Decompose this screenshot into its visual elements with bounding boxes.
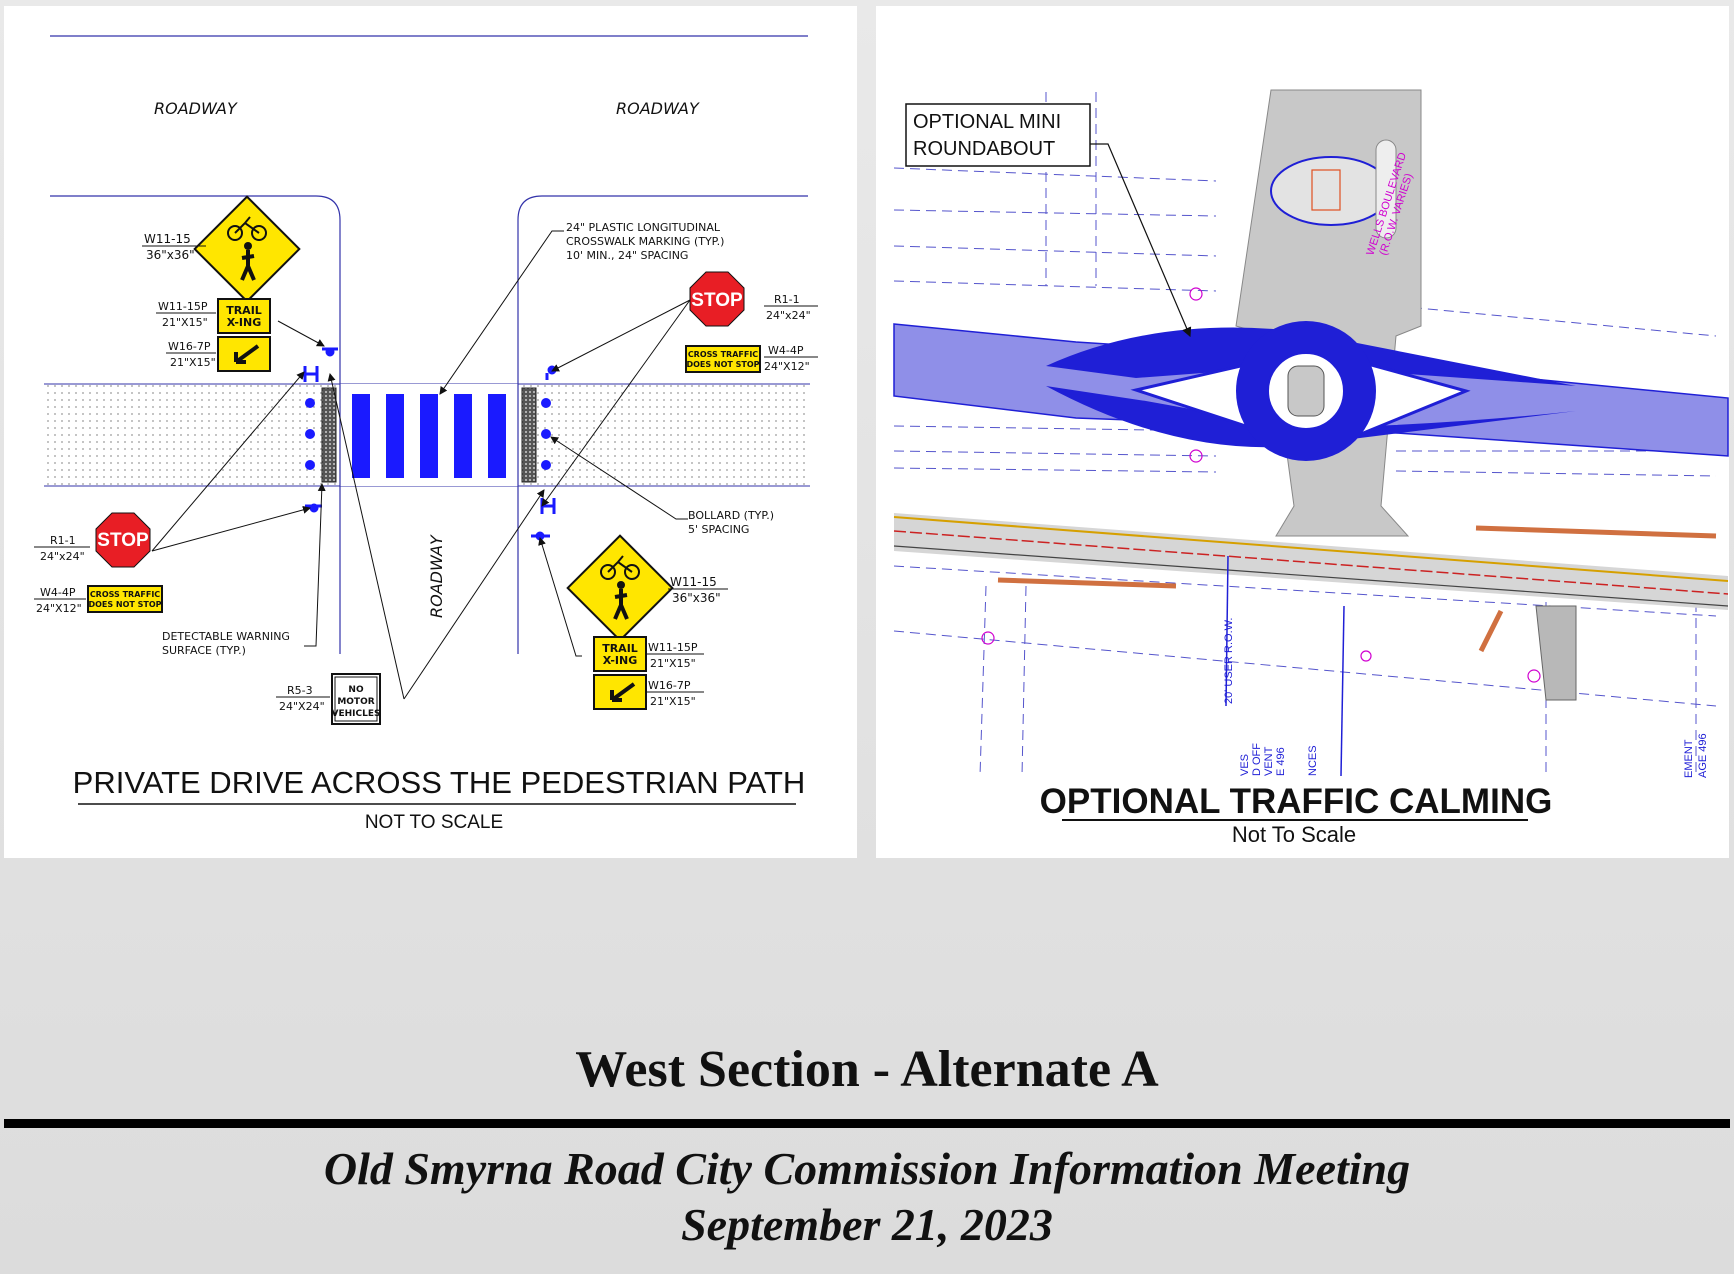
easement-label-1: VES	[1239, 754, 1251, 776]
sign-code-r1-1-left: R1-1	[50, 534, 76, 547]
bollards	[305, 398, 551, 470]
sign-code-w16-7p-right: W16-7P	[648, 679, 691, 692]
svg-text:MOTOR: MOTOR	[337, 697, 374, 707]
callout-line-1: OPTIONAL MINI	[913, 111, 1061, 133]
meeting-date: September 21, 2023	[681, 1199, 1053, 1250]
sign-code-w11-15-left: W11-15	[144, 232, 191, 246]
easement-label-7: AGE 496	[1697, 733, 1709, 778]
median-strip	[1375, 139, 1397, 239]
meeting-title: Old Smyrna Road City Commission Informat…	[323, 1143, 1411, 1194]
leader-lines	[151, 230, 691, 700]
svg-text:STOP: STOP	[97, 530, 149, 551]
sign-size-w4-4p-left: 24"X12"	[36, 602, 82, 615]
svg-text:CROSS TRAFFIC: CROSS TRAFFIC	[90, 590, 160, 599]
traffic-calming-drawing: WELLS BOULEVARD (R.O.W. VARIES) 20' USER…	[876, 6, 1729, 858]
sign-size-w16-7p-right: 21"X15"	[650, 695, 696, 708]
easement-label-6: EMENT	[1683, 739, 1695, 778]
callout-leader	[1090, 143, 1192, 338]
callout-line-2: ROUNDABOUT	[913, 138, 1055, 160]
roadway-label-center: ROADWAY	[427, 534, 446, 618]
sign-size-w11-15p-right: 21"X15"	[650, 657, 696, 670]
curb-right	[517, 195, 808, 654]
no-motor-vehicles-sign: NO MOTOR VEHICLES	[331, 673, 381, 725]
left-drawing-subtitle: NOT TO SCALE	[365, 812, 503, 833]
svg-text:TRAIL: TRAIL	[602, 642, 638, 655]
right-drawing-title: OPTIONAL TRAFFIC CALMING	[1040, 782, 1553, 821]
trail-xing-plaque-left: TRAIL X-ING	[217, 298, 271, 334]
crosswalk-note-line-2: CROSSWALK MARKING (TYP.)	[566, 235, 724, 248]
crosswalk-note-line-1: 24" PLASTIC LONGITUDINAL	[566, 221, 721, 234]
svg-text:STOP: STOP	[691, 290, 743, 311]
row-indicator-lines	[1225, 555, 1345, 777]
sign-code-w4-4p-left: W4-4P	[40, 586, 76, 599]
easement-label-3: VENT	[1263, 746, 1275, 776]
bollard-note-line-1: BOLLARD (TYP.)	[688, 509, 774, 522]
svg-text:TRAIL: TRAIL	[226, 304, 262, 317]
easement-label-4: E 496	[1275, 747, 1287, 776]
cross-traffic-plaque-right: CROSS TRAFFIC DOES NOT STOP	[685, 345, 761, 373]
warning-note-line-1: DETECTABLE WARNING	[162, 630, 290, 643]
arrow-plaque-left	[217, 336, 271, 372]
easement-label-2: D OFF	[1251, 743, 1263, 776]
crosswalk-marking	[352, 394, 506, 478]
fence-markers	[997, 525, 1717, 653]
driveway-south	[1535, 605, 1577, 701]
crosswalk-detail-drawing: ROADWAY ROADWAY ROADWAY	[4, 6, 857, 858]
arrow-plaque-right	[593, 674, 647, 710]
sign-size-r1-1-left: 24"x24"	[40, 550, 85, 563]
bollard-note-line-2: 5' SPACING	[688, 523, 749, 536]
user-row-label: 20' USER R.O.W.	[1223, 618, 1235, 704]
detectable-warning-surface-right	[521, 387, 537, 483]
sign-size-r5-3: 24"X24"	[279, 700, 325, 713]
svg-text:X-ING: X-ING	[603, 654, 637, 667]
sign-size-w16-7p-left: 21"X15"	[170, 356, 216, 369]
sign-code-w11-15p-left: W11-15P	[158, 300, 208, 313]
sign-code-w11-15p-right: W11-15P	[648, 641, 698, 654]
left-drawing-title: PRIVATE DRIVE ACROSS THE PEDESTRIAN PATH	[73, 765, 806, 800]
sign-code-w16-7p-left: W16-7P	[168, 340, 211, 353]
stop-sign-right: STOP	[689, 271, 745, 327]
sign-code-r5-3: R5-3	[287, 684, 313, 697]
mini-roundabout-callout	[905, 103, 1091, 167]
detectable-warning-surface-left	[321, 387, 337, 483]
curb-left	[50, 195, 341, 654]
roadway-label-right: ROADWAY	[616, 99, 700, 118]
sign-size-r1-1-right: 24"x24"	[766, 309, 811, 322]
section-title: West Section - Alternate A	[575, 1041, 1159, 1098]
cross-traffic-plaque-left: CROSS TRAFFIC DOES NOT STOP	[87, 585, 163, 613]
sign-code-r1-1-right: R1-1	[774, 293, 800, 306]
svg-text:VEHICLES: VEHICLES	[332, 709, 381, 719]
svg-text:NO: NO	[348, 685, 364, 695]
svg-text:DOES NOT STOP: DOES NOT STOP	[686, 360, 759, 369]
sign-code-w4-4p-right: W4-4P	[768, 344, 804, 357]
boulevard-island	[1270, 156, 1392, 226]
right-drawing-subtitle: Not To Scale	[1232, 822, 1356, 847]
crosswalk-note-line-3: 10' MIN., 24" SPACING	[566, 249, 688, 262]
stop-sign-left: STOP	[95, 512, 151, 568]
sign-size-w4-4p-right: 24"X12"	[764, 360, 810, 373]
svg-text:DOES NOT STOP: DOES NOT STOP	[88, 600, 161, 609]
splitter-island-south	[1046, 386, 1576, 448]
easement-label-5: NCES	[1307, 745, 1319, 776]
sign-code-w11-15-right: W11-15	[670, 575, 717, 589]
svg-text:CROSS TRAFFIC: CROSS TRAFFIC	[688, 350, 758, 359]
utility-symbols	[981, 287, 1541, 683]
bike-ped-warning-sign-right	[566, 534, 674, 642]
svg-text:X-ING: X-ING	[227, 316, 261, 329]
warning-note-line-2: SURFACE (TYP.)	[162, 644, 246, 657]
sign-size-w11-15p-left: 21"X15"	[162, 316, 208, 329]
adjacent-roadway	[894, 513, 1728, 610]
roadway-label-left: ROADWAY	[154, 99, 238, 118]
footer-divider	[4, 1119, 1730, 1128]
sign-size-w11-15-left: 36"x36"	[146, 248, 195, 262]
trail-xing-plaque-right: TRAIL X-ING	[593, 636, 647, 672]
sign-size-w11-15-right: 36"x36"	[672, 591, 721, 605]
bike-ped-warning-sign-left	[193, 195, 301, 303]
